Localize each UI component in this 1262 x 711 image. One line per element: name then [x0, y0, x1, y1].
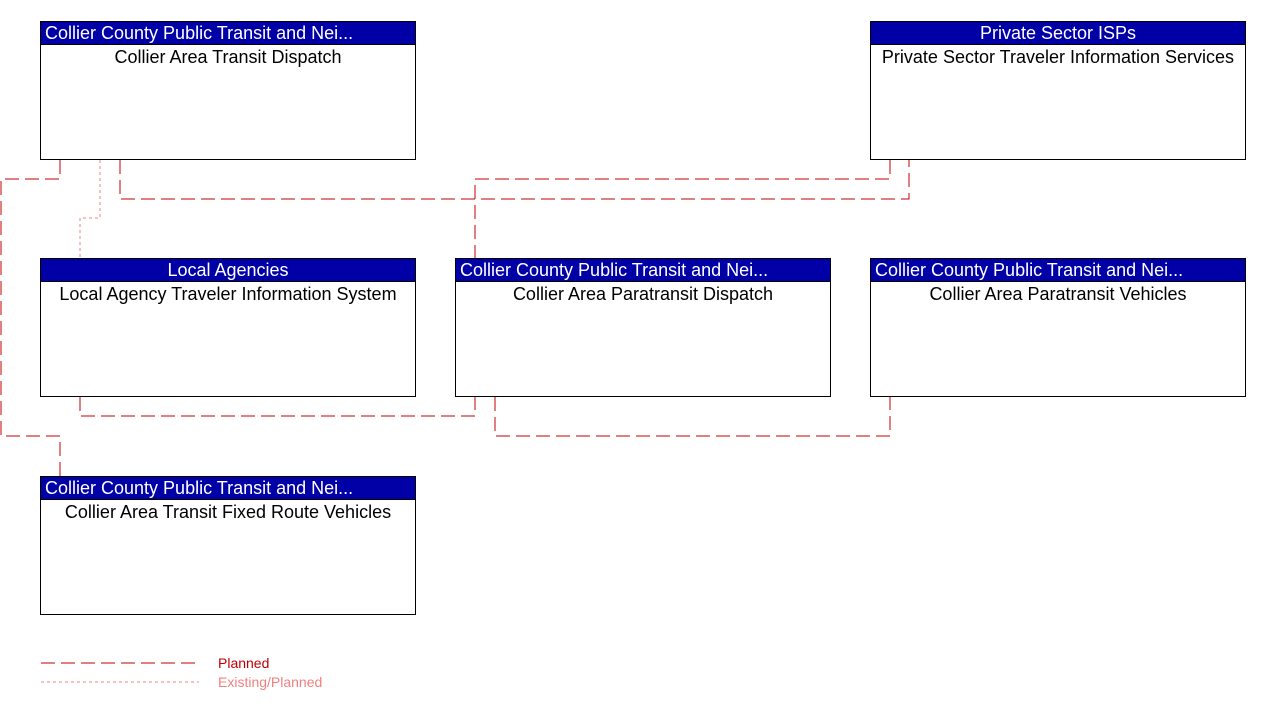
node-local-agency-traveler-info[interactable]: Local Agencies Local Agency Traveler Inf… [40, 258, 416, 397]
node-collier-area-paratransit-dispatch[interactable]: Collier County Public Transit and Nei...… [455, 258, 831, 397]
connector-dispatch-fixed-route [0, 160, 61, 476]
node-header: Private Sector ISPs [871, 22, 1245, 45]
legend-existing-planned-label: Existing/Planned [218, 674, 323, 690]
node-header: Collier County Public Transit and Nei... [41, 22, 415, 45]
node-title: Local Agency Traveler Information System [59, 284, 397, 304]
node-collier-area-paratransit-vehicles[interactable]: Collier County Public Transit and Nei...… [870, 258, 1246, 397]
connector-local-agency-paratransit-dispatch [79, 397, 476, 417]
node-title: Collier Area Paratransit Dispatch [512, 284, 774, 304]
connector-dispatch-local-agency [79, 160, 101, 258]
node-header: Local Agencies [41, 259, 415, 282]
node-title: Collier Area Transit Fixed Route Vehicle… [64, 502, 392, 522]
node-title: Private Sector Traveler Information Serv… [881, 47, 1235, 67]
node-collier-area-transit-dispatch[interactable]: Collier County Public Transit and Nei...… [40, 21, 416, 160]
node-header: Collier County Public Transit and Nei... [456, 259, 830, 282]
legend-planned-label: Planned [218, 655, 270, 671]
node-header: Collier County Public Transit and Nei... [871, 259, 1245, 282]
connector-paratransit-dispatch-vehicles [494, 397, 891, 437]
node-title: Collier Area Paratransit Vehicles [929, 284, 1187, 304]
node-header: Collier County Public Transit and Nei... [41, 477, 415, 500]
connector-dispatch-private-isp [119, 160, 910, 200]
connector-isp-paratransit-dispatch [474, 160, 891, 258]
node-collier-area-transit-fixed-route-vehicles[interactable]: Collier County Public Transit and Nei...… [40, 476, 416, 615]
node-private-sector-traveler-info[interactable]: Private Sector ISPs Private Sector Trave… [870, 21, 1246, 160]
node-title: Collier Area Transit Dispatch [114, 47, 342, 67]
